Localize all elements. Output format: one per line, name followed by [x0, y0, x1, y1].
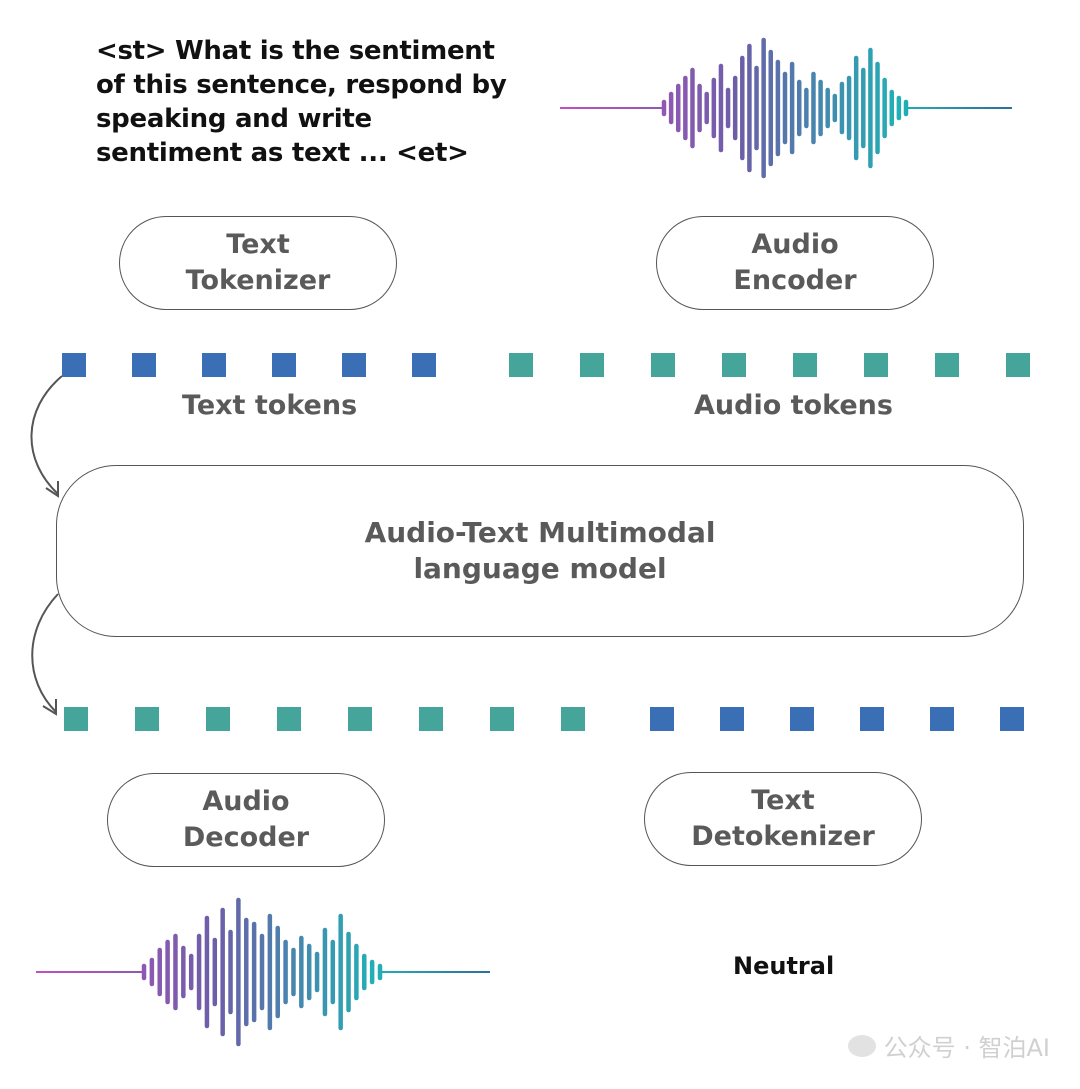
audio-decoder-line2: Decoder [182, 822, 310, 853]
audio-token [1006, 353, 1030, 377]
text-token [930, 707, 954, 731]
text-detokenizer-box: Text Detokenizer [644, 772, 922, 866]
text-tokenizer-line2: Tokenizer [185, 265, 331, 296]
audio-token [580, 353, 604, 377]
audio-encoder-line2: Encoder [733, 265, 857, 296]
audio-decoder-box: Audio Decoder [107, 773, 385, 867]
audio-token [793, 353, 817, 377]
text-tokenizer-line1: Text [226, 229, 290, 260]
audio-token [348, 707, 372, 731]
model-line2: language model [413, 552, 667, 585]
watermark-text: 公众号 · 智泊AI [883, 1034, 1050, 1062]
watermark: 公众号 · 智泊AI [847, 1028, 1050, 1063]
arrow-to-model [30, 375, 63, 495]
text-tokens-label: Text tokens [182, 390, 358, 421]
audio-token [864, 353, 888, 377]
output-text: Neutral [733, 952, 835, 980]
audio-tokens-label: Audio tokens [694, 390, 893, 421]
audio-token [561, 707, 585, 731]
audio-token [419, 707, 443, 731]
audio-token [135, 707, 159, 731]
text-token [860, 707, 884, 731]
text-token [132, 353, 156, 377]
text-token [412, 353, 436, 377]
audio-token [206, 707, 230, 731]
audio-token [509, 353, 533, 377]
text-detokenizer-line2: Detokenizer [691, 821, 875, 852]
text-token [790, 707, 814, 731]
audio-token [935, 353, 959, 377]
audio-encoder-line1: Audio [751, 229, 839, 260]
text-token [202, 353, 226, 377]
text-token [342, 353, 366, 377]
arrow-from-model [31, 593, 59, 713]
prompt-text: <st> What is the sentiment of this sente… [96, 36, 507, 168]
text-detokenizer-line1: Text [751, 785, 815, 816]
multimodal-model-box: Audio-Text Multimodal language model [56, 465, 1024, 637]
output-audio-waveform [36, 897, 490, 1047]
text-token [1000, 707, 1024, 731]
audio-token [722, 353, 746, 377]
text-token [650, 707, 674, 731]
audio-decoder-line1: Audio [202, 786, 290, 817]
text-tokenizer-box: Text Tokenizer [119, 216, 397, 310]
audio-token [64, 707, 88, 731]
text-token [62, 353, 86, 377]
model-line1: Audio-Text Multimodal [364, 516, 716, 549]
audio-token [490, 707, 514, 731]
input-audio-waveform [560, 37, 1012, 179]
audio-token [277, 707, 301, 731]
audio-token [651, 353, 675, 377]
text-token [720, 707, 744, 731]
audio-encoder-box: Audio Encoder [656, 216, 934, 310]
wechat-icon [847, 1034, 876, 1057]
text-token [272, 353, 296, 377]
